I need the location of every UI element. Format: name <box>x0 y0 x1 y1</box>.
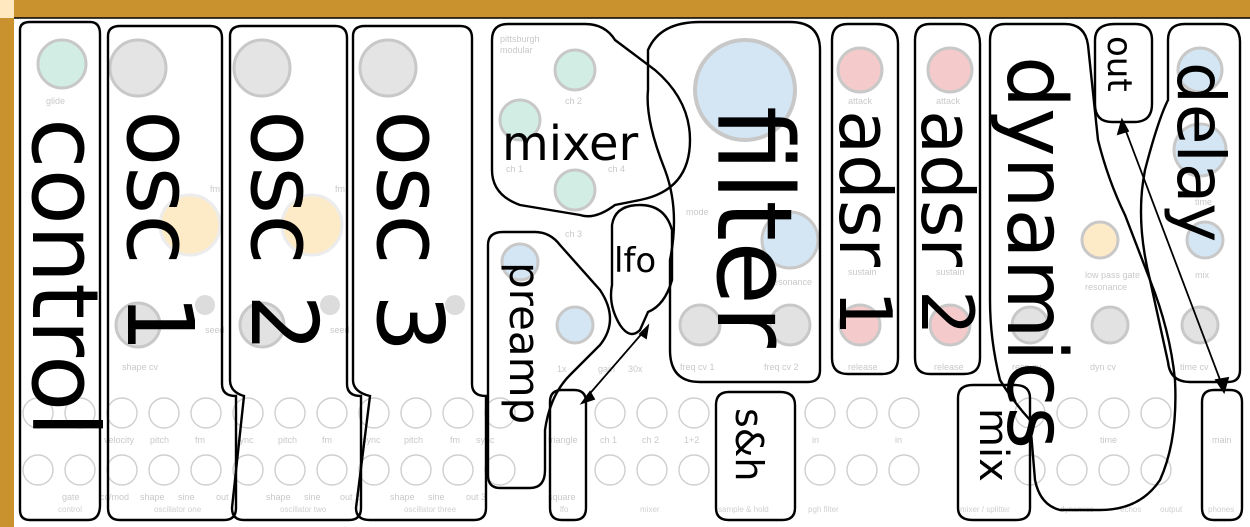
svg-text:ch 1: ch 1 <box>600 435 617 445</box>
osc1-label: osc 1 <box>106 110 213 353</box>
svg-text:dyn cv: dyn cv <box>1090 362 1117 372</box>
svg-text:sine: sine <box>304 492 321 502</box>
svg-text:phones: phones <box>1208 505 1234 514</box>
svg-text:out 3: out 3 <box>466 492 486 502</box>
svg-text:pittsburgh: pittsburgh <box>500 34 540 44</box>
svg-text:ch 2: ch 2 <box>565 96 582 106</box>
svg-text:mix: mix <box>1195 270 1209 280</box>
glide-knob <box>38 40 86 88</box>
svg-text:shape cv: shape cv <box>122 362 159 372</box>
svg-text:gate: gate <box>62 492 80 502</box>
svg-text:modular: modular <box>500 45 533 55</box>
svg-text:release: release <box>848 362 878 372</box>
svg-text:shape: shape <box>390 492 415 502</box>
svg-text:ch 2: ch 2 <box>642 435 659 445</box>
svg-text:mixer / splitter: mixer / splitter <box>960 505 1010 514</box>
lfo-label: lfo <box>614 241 656 281</box>
preamp-label: preamp <box>500 262 549 424</box>
svg-text:mixer: mixer <box>640 505 660 514</box>
svg-text:shape: shape <box>140 492 165 502</box>
svg-text:control: control <box>58 505 82 514</box>
svg-text:fm: fm <box>195 435 205 445</box>
adsr1-label: adsr 1 <box>823 110 907 336</box>
svg-text:sample & hold: sample & hold <box>718 505 769 514</box>
svg-text:fm: fm <box>322 435 332 445</box>
svg-text:1x: 1x <box>557 364 567 374</box>
svg-text:pitch: pitch <box>278 435 297 445</box>
svg-text:freq cv 2: freq cv 2 <box>764 362 799 372</box>
mixer-label: mixer <box>502 116 639 172</box>
adsr2-label: adsr 2 <box>905 110 989 336</box>
svg-text:cc/mod: cc/mod <box>100 492 129 502</box>
svg-text:attack: attack <box>936 96 961 106</box>
svg-text:pitch: pitch <box>404 435 423 445</box>
svg-text:pgh filter: pgh filter <box>808 505 839 514</box>
svg-text:triangle: triangle <box>548 435 578 445</box>
svg-text:square: square <box>548 492 576 502</box>
osc3-label: osc 3 <box>356 110 463 353</box>
svg-text:output: output <box>1160 505 1183 514</box>
dynamics-label: dynamics <box>988 56 1083 449</box>
svg-text:fm: fm <box>450 435 460 445</box>
svg-text:lfo: lfo <box>560 505 569 514</box>
svg-text:pitch: pitch <box>150 435 169 445</box>
svg-text:in: in <box>895 435 902 445</box>
svg-text:1+2: 1+2 <box>684 435 699 445</box>
sh-label: s&h <box>727 408 771 482</box>
svg-text:main: main <box>1212 435 1232 445</box>
control-label: control <box>11 118 118 437</box>
osc2-label: osc 2 <box>230 110 337 353</box>
delay-label: delay <box>1162 62 1239 242</box>
filter-label: filter <box>693 106 815 348</box>
corner-tab <box>0 0 14 18</box>
svg-text:resonance: resonance <box>1085 282 1127 292</box>
svg-text:gain: gain <box>598 364 615 374</box>
svg-text:oscillator three: oscillator three <box>404 505 457 514</box>
svg-text:oscillator two: oscillator two <box>280 505 327 514</box>
mix-label: mix <box>970 408 1016 482</box>
svg-text:freq cv 1: freq cv 1 <box>680 362 715 372</box>
out-label: out <box>1099 36 1139 92</box>
svg-text:release: release <box>934 362 964 372</box>
svg-text:glide: glide <box>46 96 65 106</box>
svg-text:attack: attack <box>848 96 873 106</box>
svg-text:ch 3: ch 3 <box>565 229 582 239</box>
svg-text:time: time <box>1100 435 1117 445</box>
svg-text:shape: shape <box>266 492 291 502</box>
svg-text:time cv: time cv <box>1180 362 1209 372</box>
svg-text:sine: sine <box>178 492 195 502</box>
svg-text:30x: 30x <box>628 364 643 374</box>
svg-text:in: in <box>812 435 819 445</box>
svg-text:oscillator one: oscillator one <box>154 505 202 514</box>
svg-text:low pass gate: low pass gate <box>1085 270 1140 280</box>
svg-text:sine: sine <box>428 492 445 502</box>
